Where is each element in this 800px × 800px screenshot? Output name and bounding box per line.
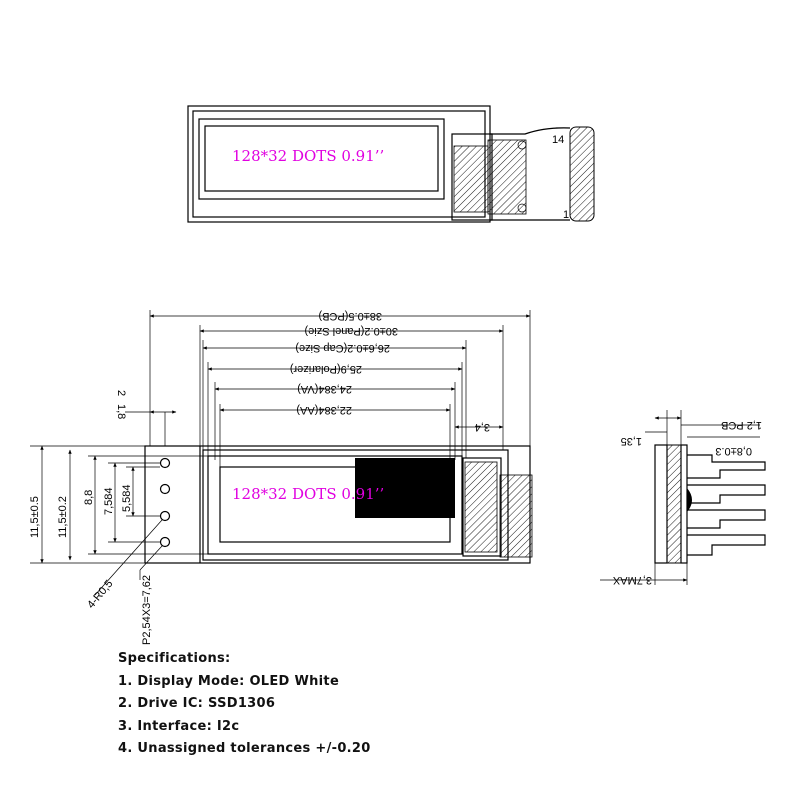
dim-aa: 22,384(AA)	[296, 404, 352, 416]
spec-item: 4. Unassigned tolerances +/-0.20	[118, 741, 371, 756]
side-dim-pin: 0,8±0.3	[715, 445, 752, 457]
dim-polarizer: 25,9(Polarizer)	[290, 363, 362, 375]
spec-item: 3. Interface: I2c	[118, 718, 240, 734]
dim-7584: 7,584	[103, 487, 115, 515]
side-view: 1,2 PCB 0,8±0.3 1,35 3,7MAX	[600, 410, 766, 586]
dim-pcb-width: 38±0.5(PCB)	[318, 310, 382, 322]
dim-panel-size: 30±0.2(Panel Szie)	[305, 325, 398, 337]
front-view: 128*32 DOTS 0.91’’ 38±0.5(PCB) 30±0.2(P	[29, 310, 533, 645]
black-cap-area	[355, 458, 455, 518]
front-display-text: 128*32 DOTS 0.91’’	[232, 485, 384, 503]
specifications-block: Specifications: 1. Display Mode: OLED Wh…	[118, 648, 371, 761]
dim-5584: 5,584	[121, 484, 133, 512]
spec-item: 1. Display Mode: OLED White	[118, 673, 340, 689]
dim-88: 8,8	[83, 490, 95, 505]
dim-height-pcb: 11,5±0.5	[29, 496, 41, 538]
dim-height-panel: 11,5±0.2	[57, 496, 69, 538]
pin-1-label: 1	[563, 209, 569, 221]
side-pins	[687, 454, 766, 556]
side-dim-135: 1,35	[621, 435, 642, 447]
top-view: 128*32 DOTS 0.91’’ 14 1	[187, 105, 595, 223]
dim-left-small2: 2	[115, 390, 127, 396]
dim-holes: 4-R0,5	[85, 578, 115, 611]
dim-left-small: 1,8	[115, 404, 127, 419]
specs-title: Specifications:	[118, 651, 231, 666]
side-dim-pcb: 1,2 PCB	[721, 419, 762, 431]
side-dim-max: 3,7MAX	[612, 574, 652, 586]
pin-14-label: 14	[552, 134, 564, 146]
dim-cap-size: 26,6±0.2(Cap Size)	[295, 342, 390, 354]
dim-right-offset: 3,4	[475, 421, 490, 433]
dim-va: 24,384(VA)	[297, 383, 352, 395]
spec-item: 2. Drive IC: SSD1306	[118, 696, 276, 711]
top-display-text: 128*32 DOTS 0.91’’	[232, 147, 384, 165]
dim-pitch: P2,54X3=7,62	[141, 575, 153, 645]
